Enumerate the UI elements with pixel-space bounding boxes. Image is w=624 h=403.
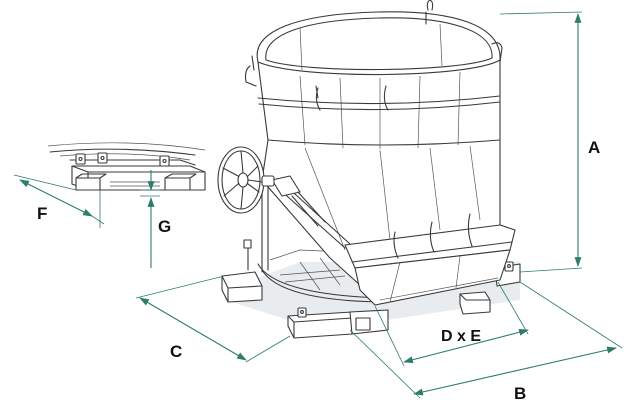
skid-detail-inset: [47, 142, 206, 191]
dimension-b: B: [349, 281, 623, 403]
label-g: G: [158, 217, 171, 236]
handwheel: [217, 146, 275, 214]
concrete-bucket: [217, 0, 521, 339]
label-f: F: [37, 204, 47, 223]
dimension-dxe: D x E: [374, 281, 529, 367]
label-c: C: [170, 342, 182, 361]
dimension-c: C: [135, 275, 291, 363]
label-dxe: D x E: [441, 328, 481, 345]
dimension-g: G: [140, 170, 171, 268]
dimension-f: F: [13, 174, 105, 228]
label-a: A: [588, 138, 600, 157]
label-b: B: [514, 384, 526, 403]
dimension-a: A: [499, 11, 600, 273]
